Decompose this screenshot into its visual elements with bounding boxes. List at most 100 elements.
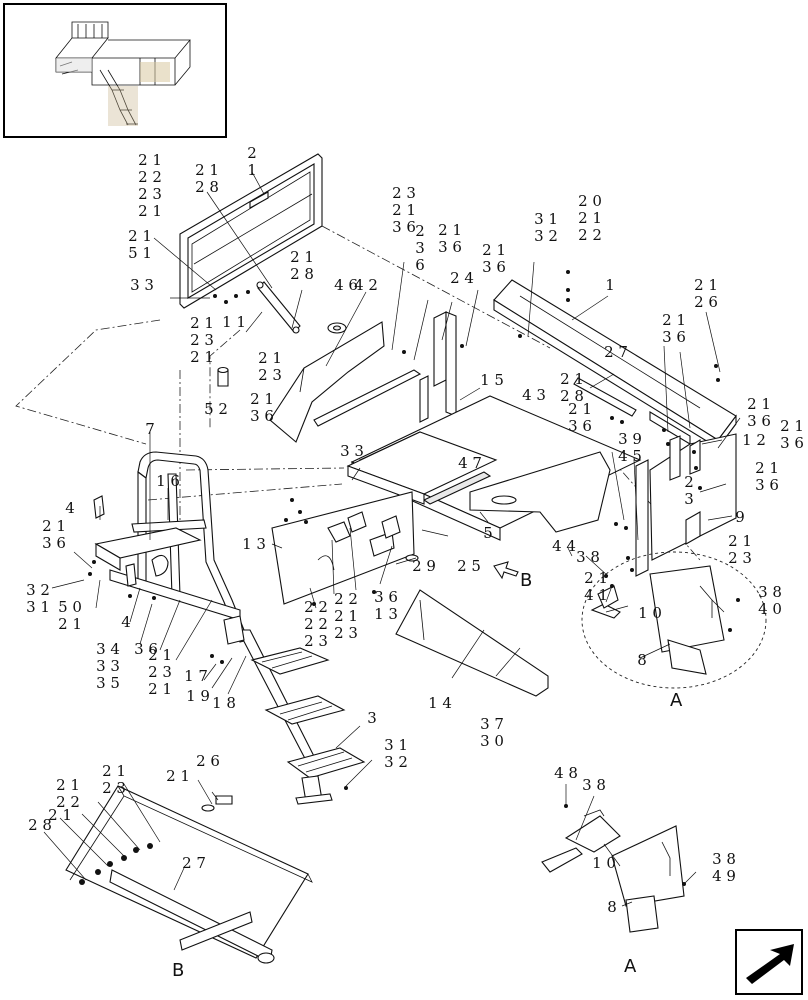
detail-a-parts[interactable]	[590, 565, 725, 675]
callout: 2 1	[166, 767, 190, 785]
callout: 2 6	[196, 752, 220, 770]
callout: 4 3	[522, 386, 546, 404]
view-b-arrow	[493, 561, 519, 580]
callout: 1 3	[242, 535, 266, 553]
callout: 7	[145, 420, 155, 438]
callout: 5	[483, 524, 493, 542]
callout: 1 9	[186, 687, 210, 705]
view-b-label: B	[172, 960, 184, 981]
callout: 3 8	[582, 776, 606, 794]
leader-lines	[43, 171, 741, 907]
callout: 8	[607, 898, 617, 916]
callout: 4	[65, 499, 75, 517]
view-b-detail[interactable]	[65, 785, 313, 964]
callout: 1 5	[480, 371, 504, 389]
hinge-bracket[interactable]	[93, 495, 245, 645]
gas-strut[interactable]	[256, 281, 301, 334]
callout: 3 3	[130, 276, 154, 294]
callout: 1 7	[184, 667, 208, 685]
spacer[interactable]	[217, 366, 229, 387]
grommet[interactable]	[327, 322, 347, 334]
callout: 1 1	[222, 313, 246, 331]
callout: 2 7	[182, 854, 206, 872]
callout: 2 7	[604, 343, 628, 361]
callout: 3 6	[134, 640, 158, 658]
callout: 1 0	[592, 854, 616, 872]
callout: 4	[121, 613, 131, 631]
view-a-detail[interactable]	[541, 809, 685, 933]
callout: 2 9	[412, 557, 436, 575]
callout: 4 8	[554, 764, 578, 782]
callout: 1 2	[742, 431, 766, 449]
right-side-plate[interactable]	[635, 433, 737, 577]
detail-a-circle	[581, 551, 767, 689]
door-panel[interactable]	[179, 153, 323, 309]
callout: 2 4	[450, 269, 474, 287]
callout: 4 7	[458, 454, 482, 472]
upright-brackets[interactable]	[419, 311, 457, 423]
view-b-marker: B	[520, 570, 532, 591]
callout: 4 2	[354, 276, 378, 294]
callout: 8	[637, 651, 647, 669]
callout: 2 5	[457, 557, 481, 575]
callout: 3 3	[340, 442, 364, 460]
rod[interactable]	[573, 377, 637, 417]
callout: 5 2	[204, 400, 228, 418]
ladder-steps[interactable]	[237, 629, 366, 805]
washer[interactable]	[405, 554, 419, 562]
left-side-bracket[interactable]	[269, 321, 422, 443]
floor-clips[interactable]	[327, 511, 401, 557]
lower-skirt[interactable]	[395, 589, 549, 697]
callout: 4 4	[552, 537, 576, 555]
machine-outline	[15, 225, 701, 561]
callout: 3	[367, 709, 377, 727]
callout: 1 0	[638, 604, 662, 622]
callout: 1 4	[428, 694, 452, 712]
detail-a-marker: A	[670, 690, 683, 711]
view-a-label: A	[624, 956, 637, 977]
callout: 4 6	[334, 276, 358, 294]
hardware-dots	[88, 270, 740, 886]
rear-cover[interactable]	[493, 279, 737, 450]
callout: 3 8	[576, 548, 600, 566]
callout: 1	[605, 276, 615, 294]
callout: 1 8	[212, 694, 236, 712]
next-page-arrow-icon[interactable]	[735, 929, 803, 995]
overview-thumbnail[interactable]	[3, 3, 227, 138]
